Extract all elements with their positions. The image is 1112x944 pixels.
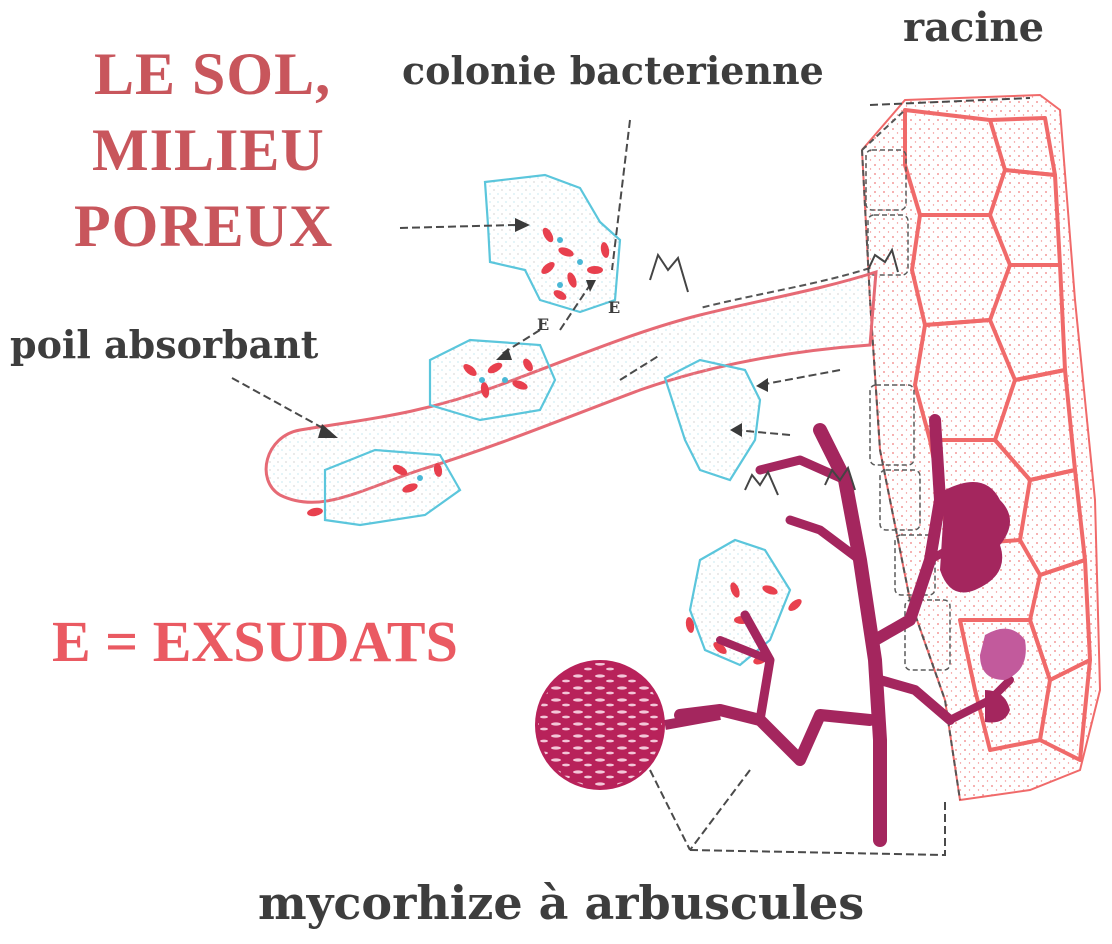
title-line-1: LE SOL, (94, 44, 331, 104)
root-tissue (862, 95, 1100, 800)
label-colonie-bacterienne: colonie bacterienne (402, 52, 824, 90)
spore (535, 660, 720, 790)
arrow-poil (232, 378, 330, 432)
root (862, 95, 1100, 800)
colony-top (485, 175, 620, 312)
colony-right (665, 360, 760, 480)
label-poil-absorbant: poil absorbant (10, 326, 318, 364)
title-line-3: POREUX (74, 196, 333, 256)
title-line-2: MILIEU (92, 120, 325, 180)
line-mycorhize-left (650, 770, 690, 850)
exudate-mark-2: E (608, 300, 620, 316)
colony-left (325, 450, 460, 525)
label-racine: racine (903, 8, 1044, 48)
exudate-mark-1: E (537, 317, 549, 333)
line-mycorhize-mid (690, 770, 750, 850)
exudate-arrow-3 (760, 370, 840, 385)
line-mycorhize-bottom (690, 800, 945, 855)
colony-middle (430, 340, 555, 420)
label-mycorhize: mycorhize à arbuscules (258, 880, 864, 926)
label-exsudats: E = EXSUDATS (52, 613, 458, 671)
